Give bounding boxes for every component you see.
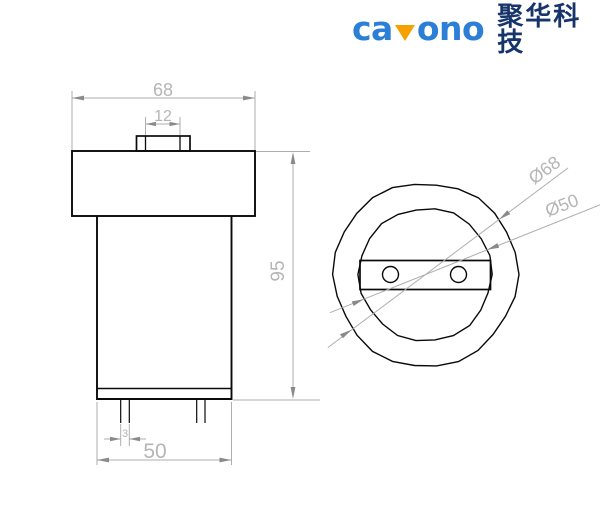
front-view — [71, 135, 256, 423]
dimension-arrows — [72, 95, 511, 463]
dim-label-outer-diameter: Ø68 — [525, 152, 564, 188]
dimension-lines — [71, 91, 600, 465]
arrow-50-right — [219, 457, 232, 463]
arrow-50-left — [97, 457, 109, 463]
arrow-3-right — [129, 436, 140, 442]
arrow-3-left — [110, 436, 121, 442]
dim-label-pin-width: 3 — [122, 428, 128, 440]
arrow-68-left — [72, 95, 84, 101]
nub-outline — [135, 135, 191, 152]
arrow-95-top — [290, 152, 296, 164]
top-view — [331, 183, 520, 367]
dimline-dia68 — [327, 167, 569, 349]
flange-outline — [71, 150, 256, 217]
arrow-12-right — [169, 121, 180, 127]
brand-text-suffix: ono — [416, 8, 485, 48]
arrow-dia50-lower — [351, 299, 364, 306]
dim-label-height: 95 — [268, 260, 289, 281]
brand-wordmark: ca ono — [352, 8, 485, 48]
dim-label-nub-width: 12 — [154, 108, 172, 125]
arrow-dia50-upper — [487, 243, 500, 250]
terminal-band — [359, 259, 492, 291]
arrow-12-left — [145, 121, 156, 127]
company-logo: ca ono 聚华科技 — [352, 4, 600, 56]
left-hole — [381, 265, 400, 284]
dim-label-top-width: 68 — [153, 80, 173, 100]
dim-label-inner-diameter: Ø50 — [542, 190, 581, 221]
brand-text-prefix: ca — [352, 8, 393, 48]
dim-label-bottom-width: 50 — [143, 440, 166, 463]
inner-circle — [357, 208, 493, 342]
body-outline — [96, 216, 233, 400]
arrow-dia68-lower — [339, 329, 352, 339]
outer-circle — [331, 183, 520, 367]
right-hole — [449, 265, 468, 284]
brand-v-triangle-icon — [394, 25, 415, 41]
dimline-dia50 — [329, 204, 600, 314]
arrow-dia68-upper — [499, 210, 511, 220]
arrow-68-right — [243, 95, 255, 101]
company-name-cjk: 聚华科技 — [497, 2, 582, 58]
arrow-95-bottom — [290, 387, 296, 399]
